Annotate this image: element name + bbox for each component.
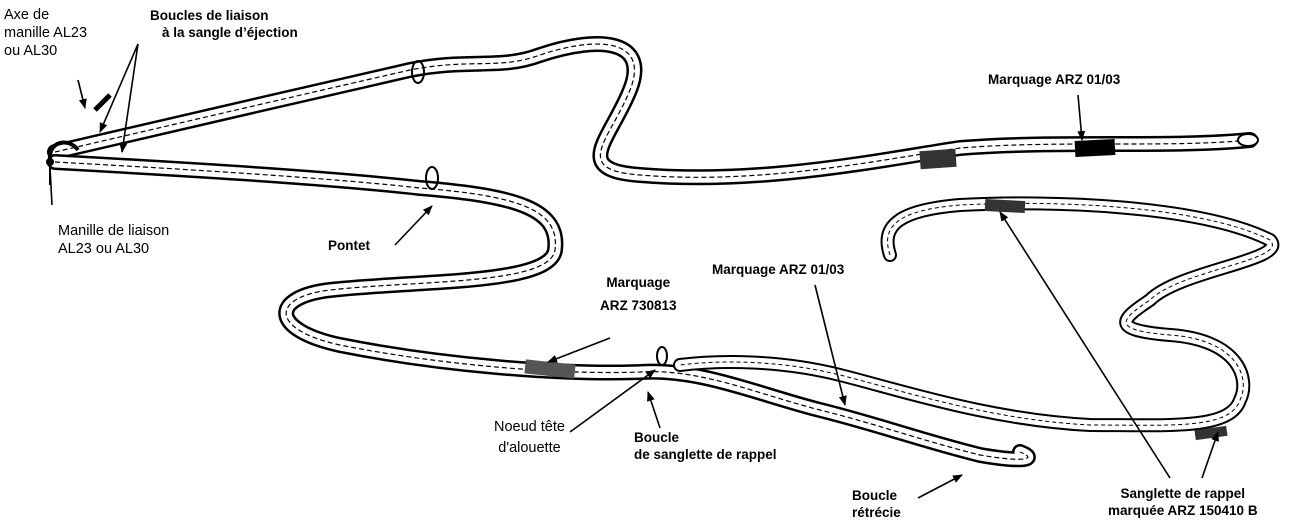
label-marquage-arz-top: Marquage ARZ 01/03 xyxy=(988,72,1120,89)
label-noeud-line1: Noeud tête xyxy=(494,418,565,436)
label-marquage-arz-mid: Marquage ARZ 01/03 xyxy=(712,262,844,279)
label-sanglette-rappel-line2: marquée ARZ 150410 B xyxy=(1108,503,1258,520)
label-marquage-730813-line2: ARZ 730813 xyxy=(600,298,677,315)
label-boucles-liaison-line2: à la sangle d’éjection xyxy=(150,25,298,42)
label-boucle-sanglette-line2: de sanglette de rappel xyxy=(634,447,777,464)
label-boucle-sanglette: Boucle de sanglette de rappel xyxy=(634,430,777,464)
label-manille-liaison-line1: Manille de liaison xyxy=(58,222,169,240)
recall-strap xyxy=(680,199,1272,440)
label-boucle-retrecie-line1: Boucle xyxy=(852,488,901,505)
main-strap xyxy=(55,44,1258,459)
label-marquage-arz-top-text: Marquage ARZ 01/03 xyxy=(988,72,1120,87)
label-axe-manille-line3: ou AL30 xyxy=(4,42,87,60)
label-boucle-sanglette-line1: Boucle xyxy=(634,430,777,447)
label-sanglette-rappel-line1: Sanglette de rappel xyxy=(1108,486,1258,503)
label-pontet-text: Pontet xyxy=(328,238,370,253)
label-axe-manille-line1: Axe de xyxy=(4,6,87,24)
label-marquage-730813: Marquage ARZ 730813 xyxy=(600,275,677,315)
label-marquage-730813-line1: Marquage xyxy=(600,275,677,292)
label-boucle-retrecie-line2: rétrécie xyxy=(852,505,901,522)
label-boucle-retrecie: Boucle rétrécie xyxy=(852,488,901,522)
label-sanglette-rappel: Sanglette de rappel marquée ARZ 150410 B xyxy=(1108,486,1258,520)
label-axe-manille: Axe de manille AL23 ou AL30 xyxy=(4,6,87,60)
label-marquage-arz-mid-text: Marquage ARZ 01/03 xyxy=(712,262,844,277)
label-manille-liaison: Manille de liaison AL23 ou AL30 xyxy=(58,222,169,258)
label-noeud: Noeud tête d'alouette xyxy=(494,418,565,457)
label-axe-manille-line2: manille AL23 xyxy=(4,24,87,42)
label-manille-liaison-line2: AL23 ou AL30 xyxy=(58,240,169,258)
label-boucles-liaison: Boucles de liaison à la sangle d’éjectio… xyxy=(150,8,298,42)
label-pontet: Pontet xyxy=(328,238,370,255)
label-noeud-line2: d'alouette xyxy=(494,439,565,457)
label-boucles-liaison-line1: Boucles de liaison xyxy=(150,8,298,25)
